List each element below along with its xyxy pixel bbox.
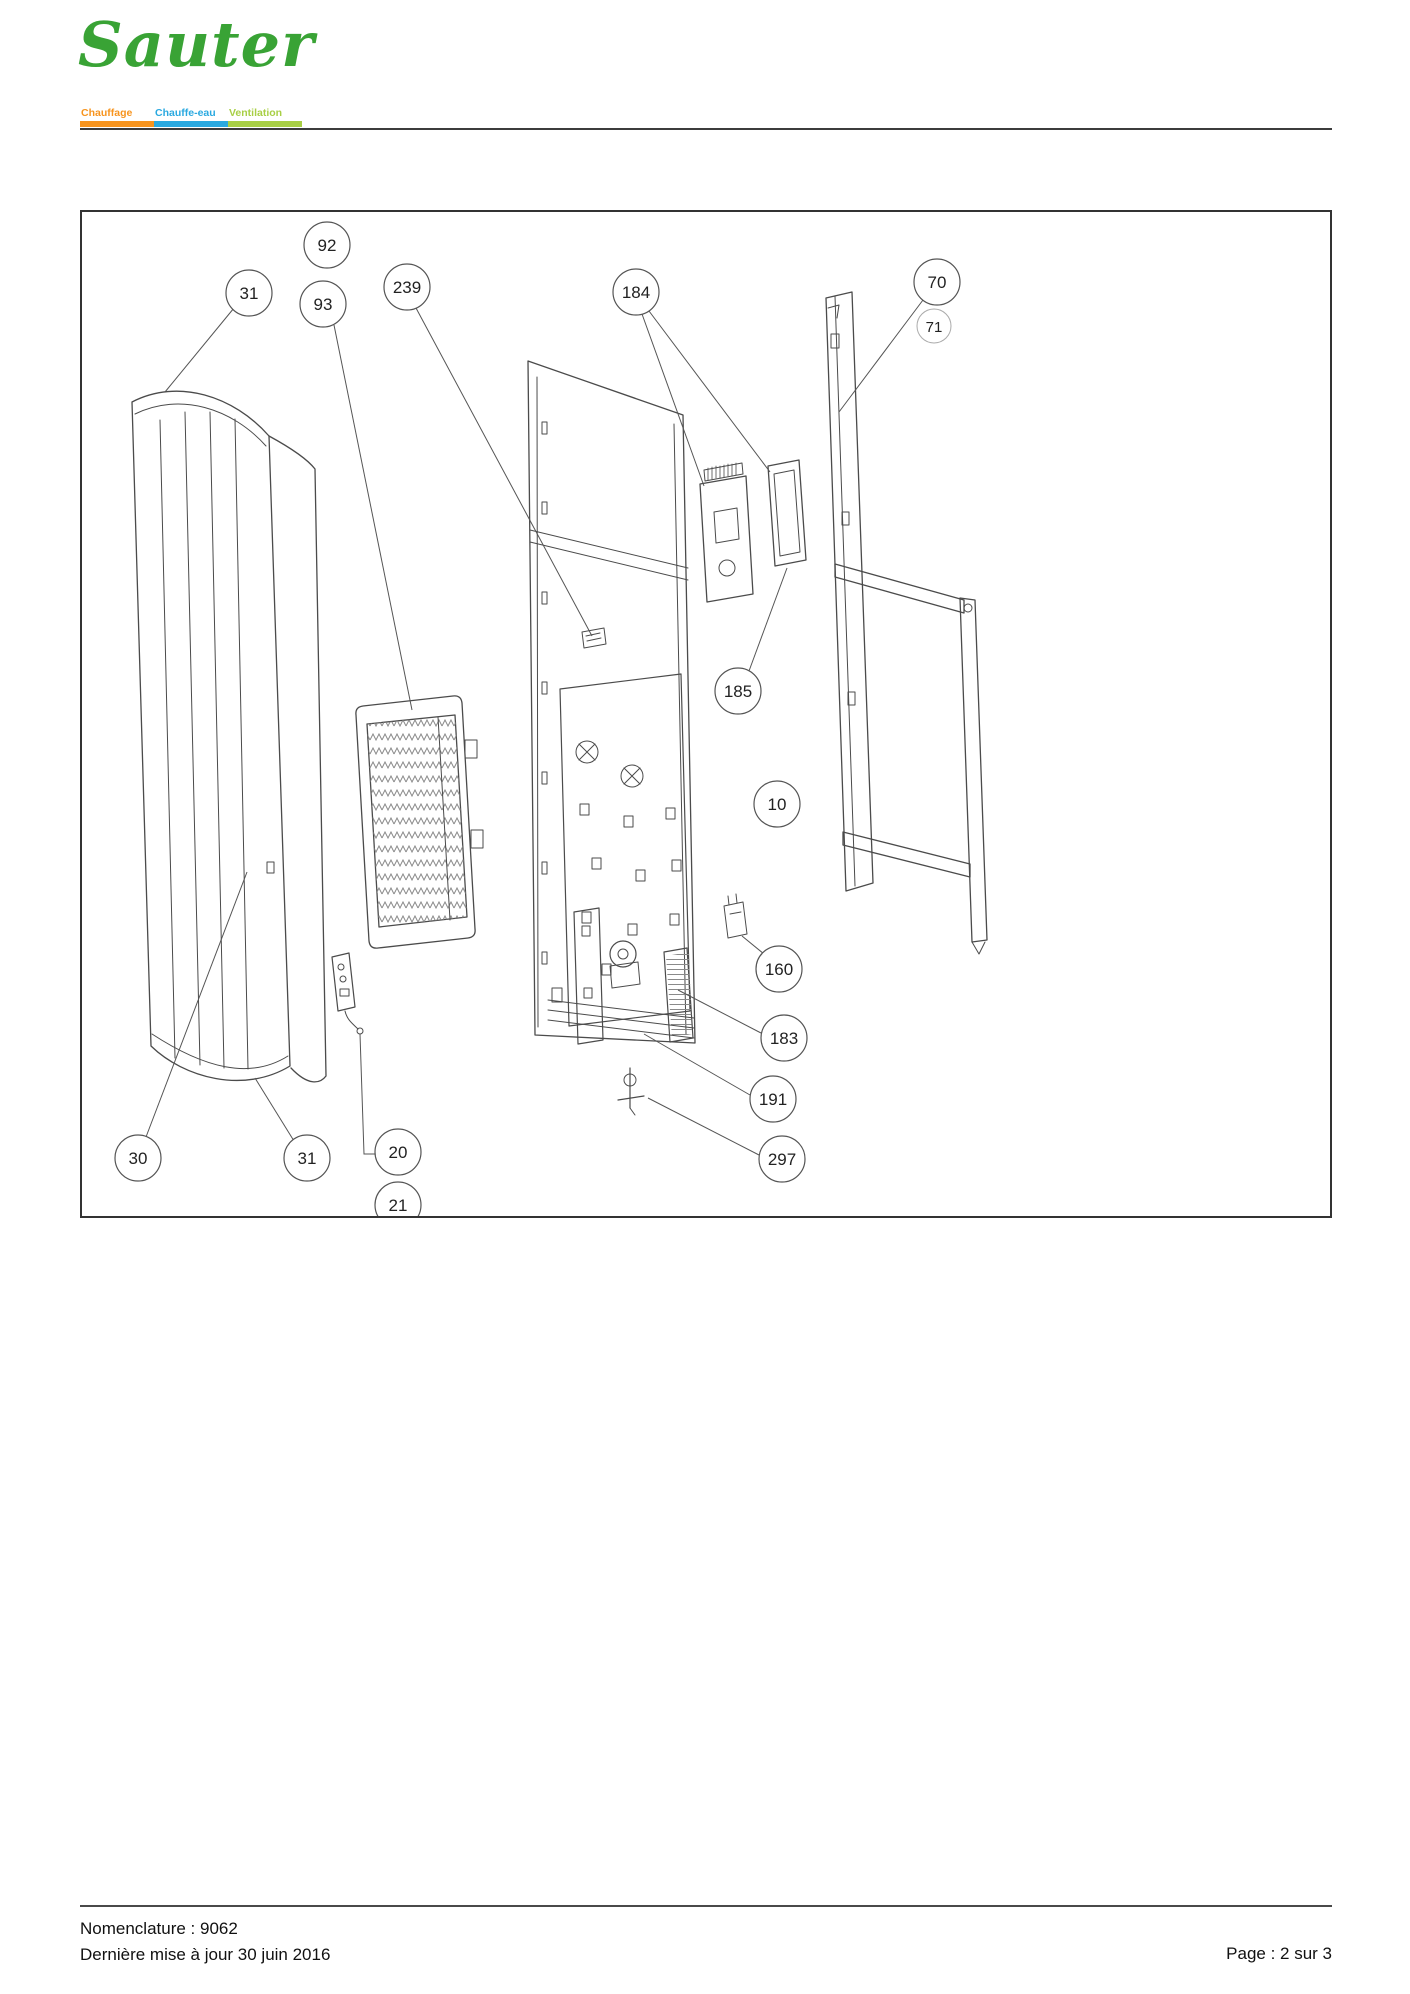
parts-diagram-frame: 92 31 93 239 184 <box>80 210 1332 1218</box>
probe-part-drawing <box>617 1067 645 1116</box>
control-module-drawing <box>699 462 754 603</box>
leader-line-184-a <box>641 313 705 487</box>
svg-text:239: 239 <box>393 278 421 297</box>
sauter-logo: Sauter <box>78 8 315 81</box>
leader-line-20 <box>359 1033 375 1155</box>
remote-part-drawing <box>331 952 364 1035</box>
nomenclature-text: Nomenclature : 9062 <box>80 1919 238 1938</box>
callout-92: 92 <box>303 221 351 269</box>
callout-184: 184 <box>612 268 660 316</box>
callouts: 92 31 93 239 184 <box>114 221 961 1216</box>
leader-line-31-top <box>164 307 235 393</box>
leader-lines <box>145 299 924 1156</box>
svg-text:191: 191 <box>759 1090 787 1109</box>
brand-color-bars <box>80 121 302 127</box>
callout-93: 93 <box>299 280 347 328</box>
leader-line-93 <box>333 324 413 711</box>
callout-30: 30 <box>114 1134 162 1182</box>
orange-bar <box>80 121 154 127</box>
last-updated-text: Dernière mise à jour 30 juin 2016 <box>80 1945 331 1964</box>
leader-line-297 <box>647 1097 760 1156</box>
callout-185: 185 <box>714 667 762 715</box>
blue-bar <box>154 121 228 127</box>
brand-categories: Chauffage Chauffe-eau Ventilation <box>81 107 311 119</box>
exploded-view-svg: 92 31 93 239 184 <box>114 221 988 1216</box>
callout-10: 10 <box>753 780 801 828</box>
category-chauffe-eau: Chauffe-eau <box>155 107 216 119</box>
clip-part-drawing <box>581 627 607 649</box>
callout-70: 70 <box>913 258 961 306</box>
footer-divider <box>80 1905 1332 1907</box>
svg-text:31: 31 <box>298 1149 317 1168</box>
leader-line-31-bottom <box>254 1077 295 1142</box>
switch-part-drawing <box>723 893 748 939</box>
callout-31-top: 31 <box>225 269 273 317</box>
leader-line-184-b <box>648 310 771 473</box>
svg-text:92: 92 <box>318 236 337 255</box>
screw-icon <box>575 740 599 764</box>
leader-line-191 <box>643 1033 751 1096</box>
svg-text:20: 20 <box>389 1143 408 1162</box>
callout-21: 21 <box>374 1181 422 1216</box>
green-bar <box>228 121 302 127</box>
svg-text:183: 183 <box>770 1029 798 1048</box>
callout-160: 160 <box>755 945 803 993</box>
svg-text:70: 70 <box>928 273 947 292</box>
svg-text:10: 10 <box>768 795 787 814</box>
display-bezel-drawing <box>767 459 807 567</box>
bottom-assembly-drawing <box>547 907 695 1045</box>
callout-191: 191 <box>749 1075 797 1123</box>
svg-text:184: 184 <box>622 283 650 302</box>
callout-183: 183 <box>760 1014 808 1062</box>
svg-text:21: 21 <box>389 1196 408 1215</box>
footer-info: Nomenclature : 9062 Dernière mise à jour… <box>80 1916 330 1968</box>
svg-text:160: 160 <box>765 960 793 979</box>
category-ventilation: Ventilation <box>229 107 283 119</box>
heater-grid-drawing <box>355 695 484 949</box>
svg-text:71: 71 <box>926 319 943 336</box>
callout-297: 297 <box>758 1135 806 1183</box>
svg-text:185: 185 <box>724 682 752 701</box>
category-chauffage: Chauffage <box>81 107 133 119</box>
front-panel-drawing <box>131 390 327 1083</box>
page-number: Page : 2 sur 3 <box>1226 1944 1332 1963</box>
svg-text:297: 297 <box>768 1150 796 1169</box>
callout-71: 71 <box>916 308 952 344</box>
callout-20: 20 <box>374 1128 422 1176</box>
svg-text:93: 93 <box>314 295 333 314</box>
leader-line-70 <box>838 299 924 413</box>
leader-line-185 <box>748 567 788 672</box>
header-divider <box>80 128 1332 130</box>
svg-text:30: 30 <box>129 1149 148 1168</box>
svg-text:31: 31 <box>240 284 259 303</box>
leader-line-239 <box>415 307 593 637</box>
leader-line-183 <box>677 989 762 1034</box>
screw-icon <box>620 764 644 788</box>
leader-line-30 <box>145 871 248 1138</box>
callout-239: 239 <box>383 263 431 311</box>
leader-line-160 <box>741 935 765 955</box>
wall-bracket-drawing <box>825 291 988 955</box>
callout-31-bottom: 31 <box>283 1134 331 1182</box>
chassis-drawing <box>527 360 696 1044</box>
